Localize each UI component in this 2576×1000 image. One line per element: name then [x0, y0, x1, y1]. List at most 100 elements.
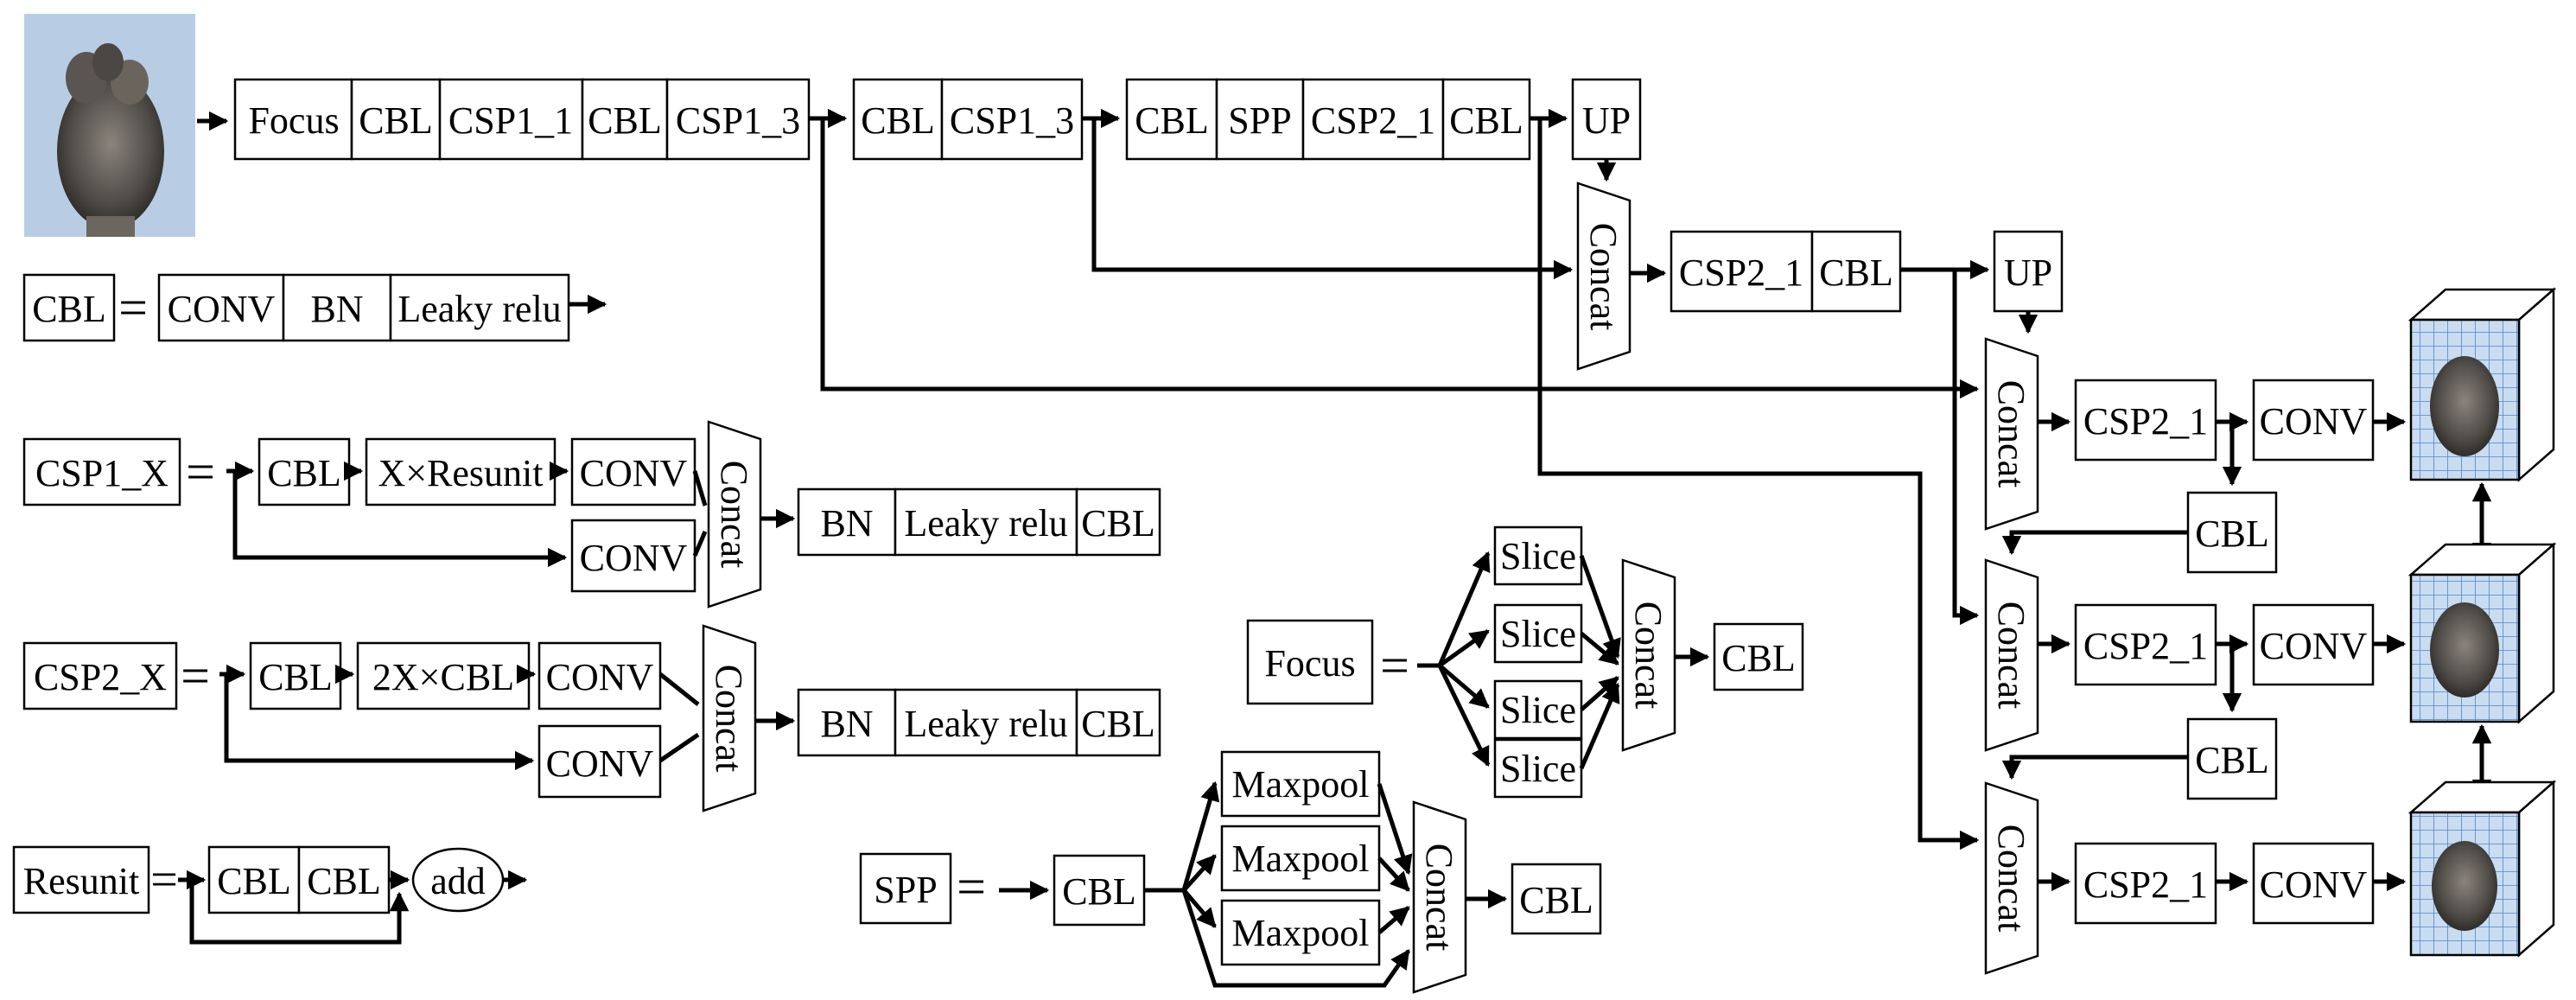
- concat-block: [702, 624, 757, 812]
- concat-block: [1984, 781, 2039, 975]
- csp2-name: CSP2_X: [34, 656, 167, 698]
- cbl-label: CBL: [307, 860, 381, 902]
- concat-label: Concat: [1418, 844, 1460, 952]
- cbl-label: CBL: [861, 99, 935, 142]
- cbl-label: CBL: [1135, 99, 1209, 142]
- legend-cbl: CBL = CONV BN Leaky relu: [22, 273, 607, 342]
- csp2-1-block: [1670, 230, 1814, 313]
- cbl-label: CBL: [359, 99, 433, 142]
- output-grid-medium: [2407, 542, 2557, 724]
- cbl-label: CBL: [1519, 879, 1593, 921]
- concat-block: [1412, 800, 1467, 994]
- concat-label: Concat: [1990, 380, 2032, 488]
- csp2-name-box: [22, 641, 178, 710]
- conv-label: CONV: [546, 656, 654, 698]
- cbl-label: CBL: [2195, 513, 2269, 555]
- cbl-box: [297, 845, 391, 914]
- concat-label: Concat: [1627, 602, 1670, 710]
- cbl-label: CBL: [1721, 637, 1796, 679]
- cbl-block: [1125, 78, 1218, 161]
- conv-label: CONV: [2260, 400, 2368, 443]
- concat-label: Concat: [1582, 223, 1625, 331]
- leaky-relu-label: Leaky relu: [904, 502, 1067, 545]
- concat-block: [1984, 337, 2039, 531]
- legend-spp: SPP = CBL Maxpool Maxpool Maxpool Concat…: [859, 750, 1602, 994]
- cbl-block: [1441, 78, 1531, 161]
- concat-label: Concat: [1990, 825, 2032, 933]
- csp2-1-block: [2074, 842, 2217, 925]
- output-grid-large: [2407, 287, 2557, 482]
- slice-label: Slice: [1500, 748, 1576, 790]
- cbl-box: [1713, 622, 1804, 691]
- cbl-label: CBL: [1081, 502, 1155, 545]
- cbl-box: [1053, 854, 1146, 927]
- legend-resunit: Resunit = CBL CBL add: [12, 845, 528, 945]
- spp-block: [1215, 78, 1305, 161]
- csp2-1-label: CSP2_1: [2083, 863, 2208, 906]
- maxpool-label: Maxpool: [1232, 838, 1370, 880]
- maxpool-label: Maxpool: [1232, 912, 1370, 954]
- legend-focus: Focus = Slice Slice Slice Slice Concat C…: [1246, 525, 1804, 799]
- resunit-name-box: [12, 845, 150, 914]
- focus-block: [233, 78, 353, 161]
- cbl-label: CBL: [1062, 870, 1136, 913]
- backbone-block-1: Focus CBL CSP1_1 CBL CSP1_3: [233, 78, 811, 161]
- cbl-stack-label: 2X×CBL: [372, 656, 514, 698]
- cbl-label: CBL: [1449, 99, 1523, 142]
- bn-label: BN: [310, 288, 363, 330]
- csp2-1-label: CSP2_1: [1679, 252, 1803, 294]
- conv-label: CONV: [580, 452, 688, 494]
- resunit-name: Resunit: [23, 860, 139, 902]
- spp-label: SPP: [1228, 99, 1291, 142]
- conv-label: CONV: [546, 742, 654, 785]
- csp1-3-block: [940, 78, 1084, 161]
- input-image: [24, 14, 195, 237]
- cbl-box: [1511, 863, 1602, 935]
- conv-box: [537, 641, 662, 710]
- csp2-1-label: CSP2_1: [2083, 400, 2208, 443]
- csp1-1-label: CSP1_1: [448, 99, 573, 142]
- concat-block: [1576, 182, 1631, 371]
- legend-csp2: CSP2_X = CBL 2X×CBL CONV CONV Concat BN …: [22, 624, 1161, 812]
- cbl-label: CBL: [258, 656, 333, 698]
- maxpool-box: [1220, 825, 1381, 892]
- conv-label: CONV: [168, 288, 276, 330]
- concat-label: Concat: [713, 461, 755, 569]
- backbone-block-2: CBL CSP1_3: [852, 78, 1084, 161]
- concat-label: Concat: [708, 665, 750, 773]
- bn-box: [797, 688, 897, 757]
- csp2-1-label: CSP2_1: [2083, 625, 2208, 667]
- slice-label: Slice: [1500, 535, 1576, 577]
- leaky-relu-box: [389, 273, 570, 342]
- slice-box: [1493, 738, 1583, 799]
- csp1-name-box: [22, 437, 181, 506]
- cbl-block: [2186, 717, 2278, 800]
- csp1-3-label: CSP1_3: [950, 99, 1074, 142]
- focus-label: Focus: [248, 99, 339, 142]
- upsample-label: UP: [2004, 252, 2052, 294]
- slice-box: [1493, 525, 1583, 586]
- cbl-label: CBL: [588, 99, 662, 142]
- equals-sign: =: [118, 279, 148, 336]
- cbl-label: CBL: [2195, 739, 2269, 781]
- cbl-block: [852, 78, 944, 161]
- spp-name-box: [859, 852, 952, 925]
- bn-label: BN: [820, 703, 873, 745]
- cbl-label: CBL: [1081, 703, 1155, 745]
- conv-box: [570, 437, 696, 506]
- csp2-1-block: [2074, 603, 2217, 686]
- concat-block: [1984, 558, 2039, 752]
- conv-block: [2252, 603, 2375, 686]
- csp1-name: CSP1_X: [35, 452, 169, 494]
- leaky-relu-label: Leaky relu: [398, 288, 561, 330]
- concat-label: Concat: [1990, 602, 2032, 710]
- conv-box: [537, 724, 662, 799]
- csp2-1-block: [2074, 379, 2217, 462]
- cbl-box: [249, 641, 342, 710]
- legend-csp1: CSP1_X = CBL X×Resunit CONV CONV Concat …: [22, 420, 1161, 608]
- cbl-name-box: [22, 273, 116, 342]
- cbl-box: [207, 845, 301, 914]
- leaky-relu-box: [894, 688, 1078, 757]
- slice-label: Slice: [1500, 689, 1576, 731]
- cbl-label: CBL: [1819, 252, 1893, 294]
